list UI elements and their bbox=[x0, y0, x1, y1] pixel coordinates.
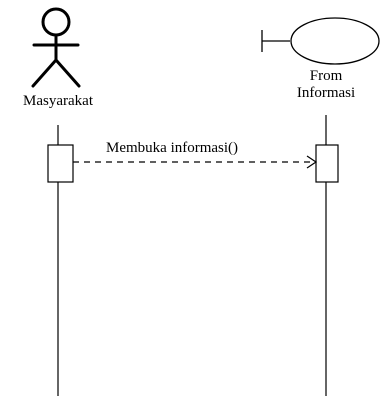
boundary-label: From Informasi bbox=[297, 68, 355, 102]
boundary-label-line2: Informasi bbox=[296, 85, 356, 101]
activation-box-masyarakat bbox=[47, 144, 74, 183]
message-arrowhead bbox=[306, 155, 318, 169]
activation-box-from-informasi bbox=[315, 144, 339, 183]
stick-figure-icon bbox=[31, 7, 81, 88]
boundary-icon bbox=[261, 17, 380, 65]
boundary-label-line1: From bbox=[309, 68, 343, 84]
actor-label: Masyarakat bbox=[23, 93, 93, 109]
message-label: Membuka informasi() bbox=[106, 140, 239, 156]
